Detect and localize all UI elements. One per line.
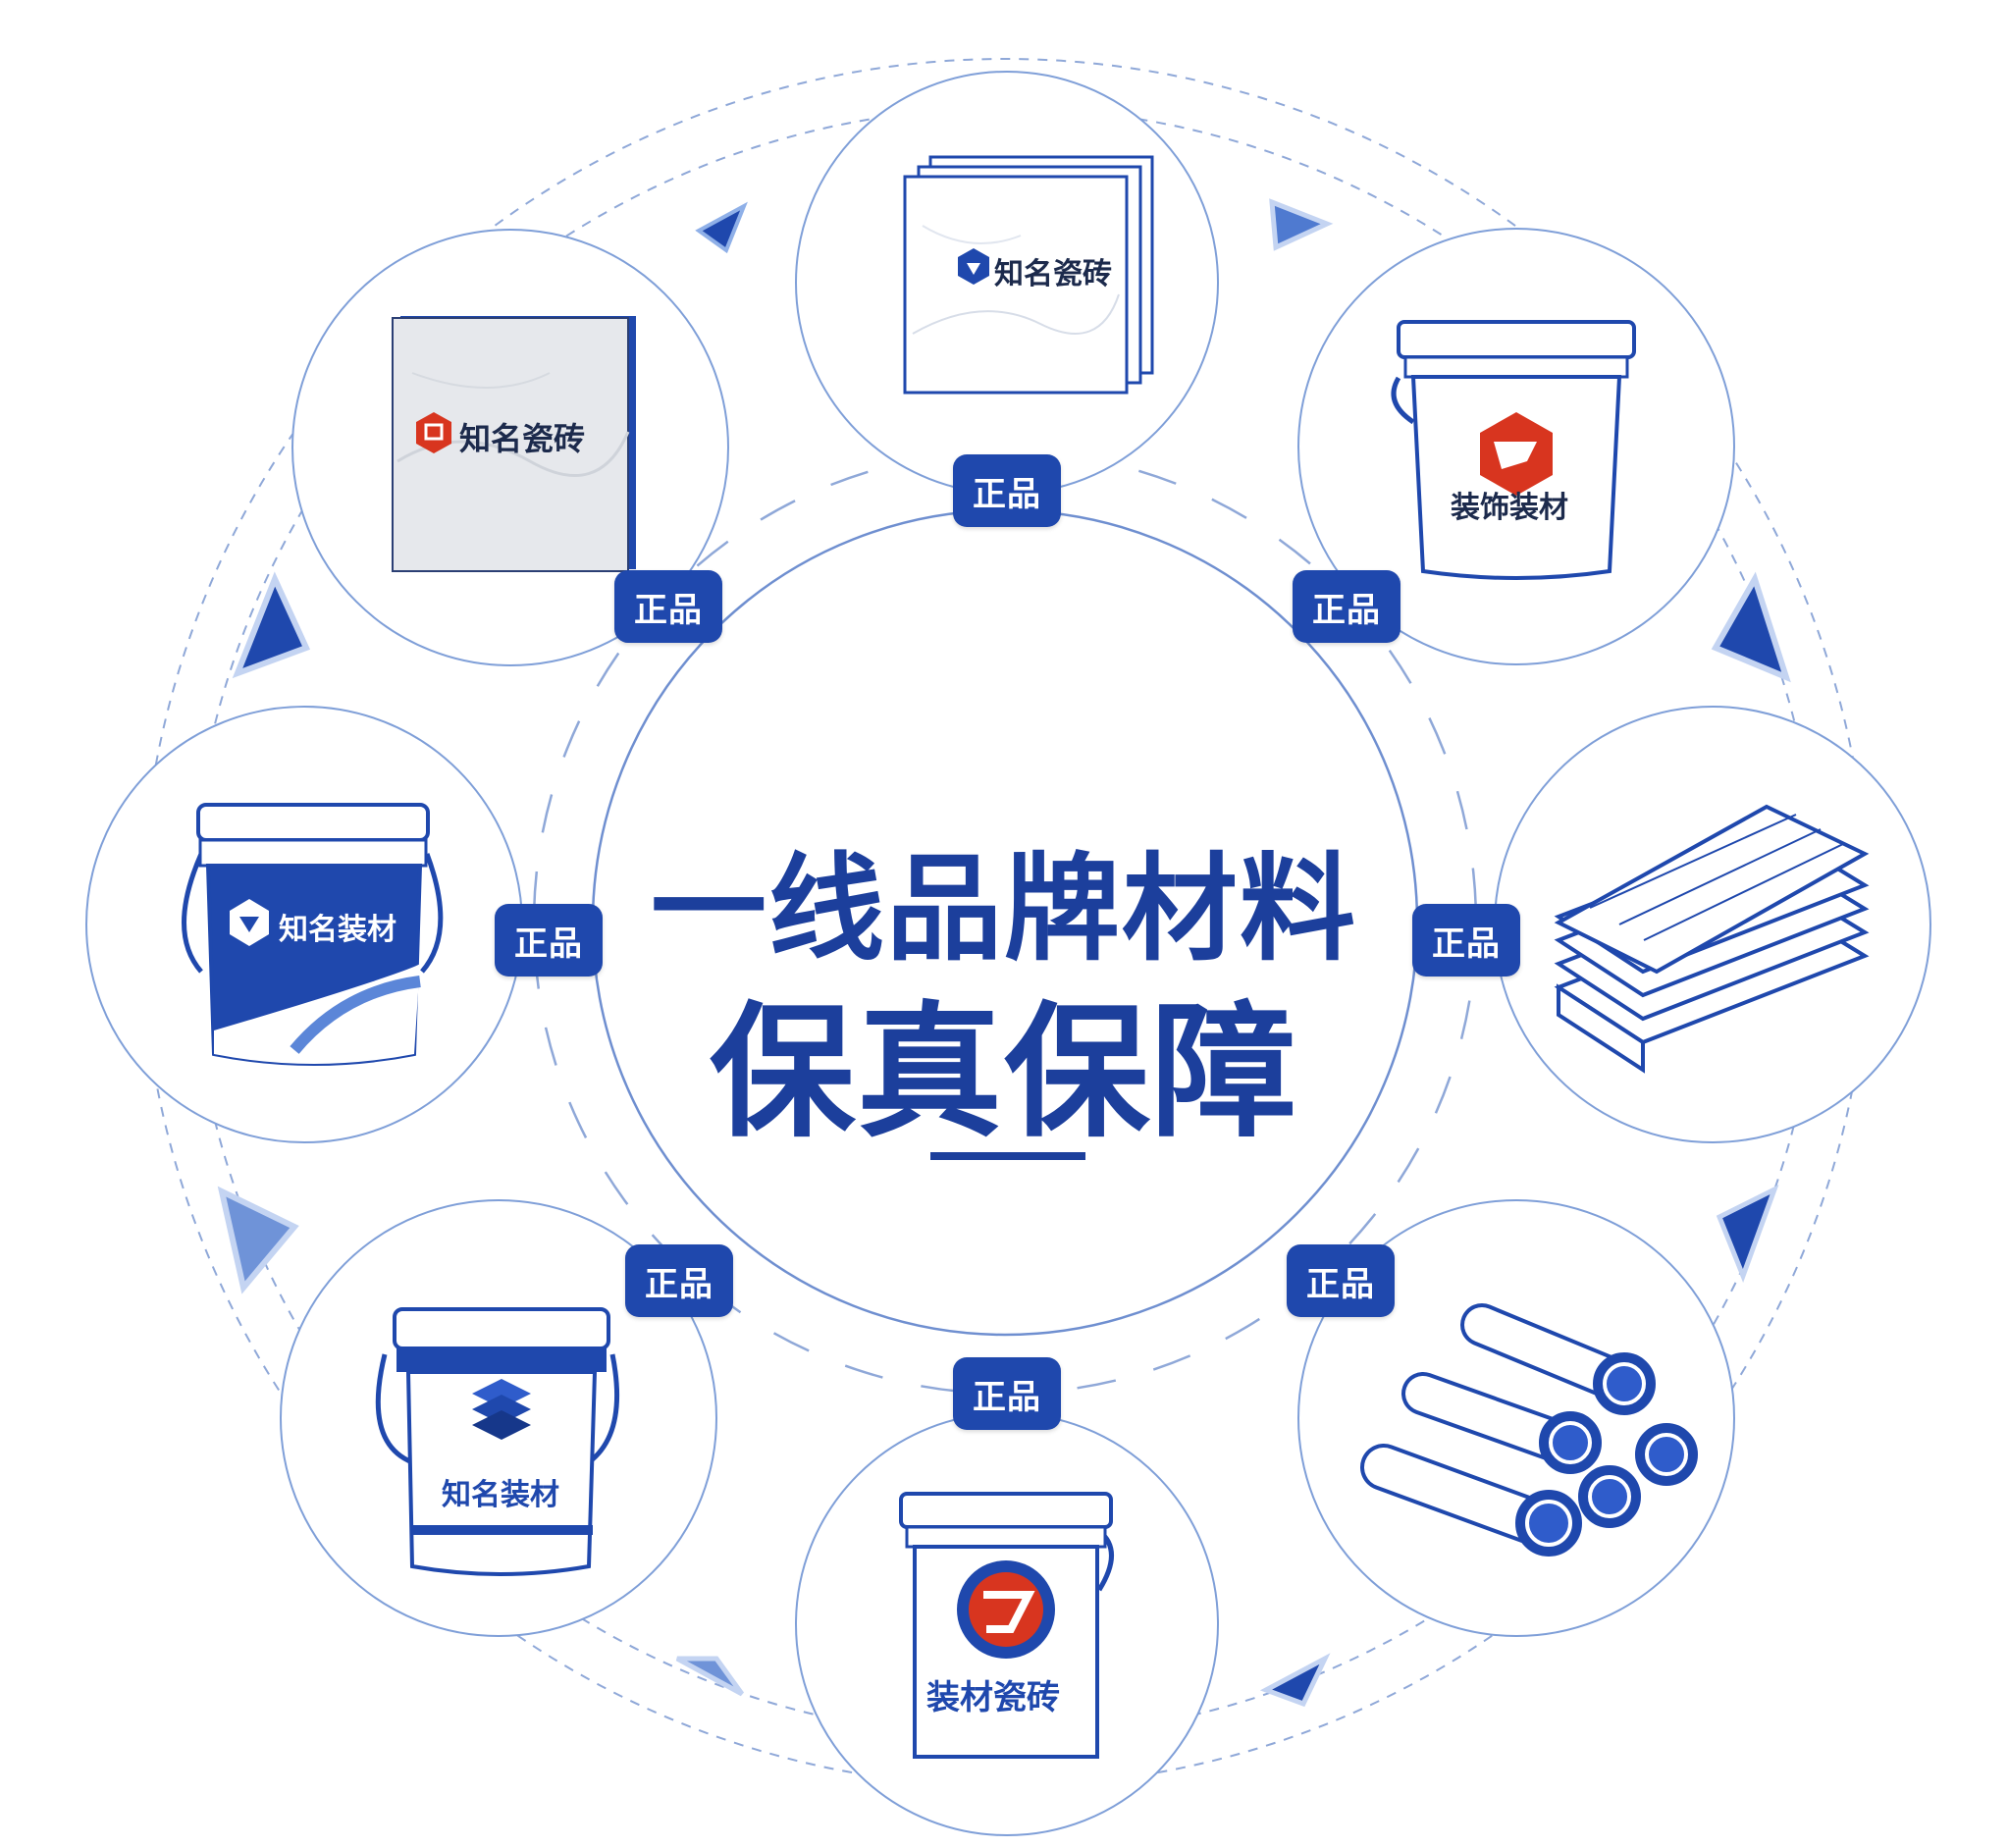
product-top-right-bucket	[1391, 320, 1636, 580]
product-left-blue-bucket	[182, 803, 444, 1066]
brand-label-top-right: 装饰装材	[1451, 491, 1568, 525]
authentic-badge-right: 正品	[1412, 904, 1520, 977]
authentic-badge-top-left: 正品	[614, 570, 722, 643]
arrow-bottom-left	[675, 1656, 745, 1697]
brand-label-bottom-left: 知名装材	[442, 1478, 559, 1512]
arrow-left-lower	[217, 1186, 299, 1294]
authentic-badge-top: 正品	[953, 454, 1061, 527]
brand-label-bottom: 装材瓷砖	[926, 1678, 1060, 1717]
authentic-badge-bottom-left: 正品	[625, 1244, 733, 1317]
brand-label-top-left: 知名瓷砖	[459, 420, 586, 457]
headline-divider	[930, 1152, 1085, 1160]
arrow-right-upper	[1711, 571, 1791, 683]
direction-arrows	[217, 198, 1791, 1708]
product-bottom-right-pipes	[1360, 1303, 1698, 1557]
arrow-left-upper	[232, 571, 311, 679]
arrow-bottom-right	[1259, 1653, 1331, 1708]
headline-line1: 一线品牌材料	[650, 841, 1357, 977]
arrow-right-lower	[1716, 1184, 1779, 1284]
authentic-badge-bottom-right: 正品	[1287, 1244, 1395, 1317]
arrow-top-left	[695, 201, 748, 254]
brand-logo-icon	[472, 1379, 531, 1440]
authentic-badge-bottom: 正品	[953, 1357, 1061, 1430]
arrow-top-right	[1269, 198, 1334, 251]
product-bottom-bucket	[899, 1492, 1114, 1759]
product-top-tile-stack	[903, 155, 1154, 395]
brand-logo-icon	[416, 412, 451, 453]
authentic-badge-top-right: 正品	[1293, 570, 1400, 643]
brand-label-top: 知名瓷砖	[994, 257, 1112, 291]
authentic-badge-left: 正品	[495, 904, 603, 977]
headline-line2: 保真保障	[710, 988, 1298, 1157]
product-right-wood-panels	[1554, 804, 1870, 1074]
product-top-left-marble-tile	[392, 316, 636, 572]
product-bottom-left-bucket	[375, 1307, 619, 1576]
brand-label-left: 知名装材	[279, 913, 396, 947]
